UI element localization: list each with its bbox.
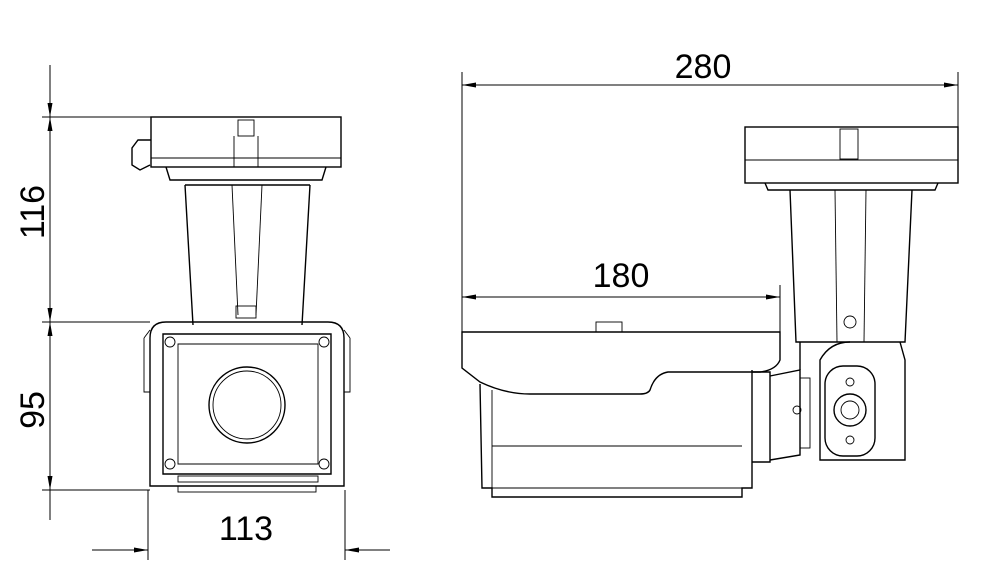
dim-113-label: 113 <box>219 510 273 548</box>
housing-front <box>149 321 345 487</box>
dim-280-label: 280 <box>675 48 732 86</box>
bracket-column <box>184 184 311 326</box>
lens <box>208 366 286 444</box>
sunshield <box>461 331 781 395</box>
side-view <box>461 126 959 498</box>
mount-clip <box>131 139 151 171</box>
mount-box <box>150 116 342 168</box>
joint-plate <box>824 365 876 457</box>
front-dimensions: 116 95 113 <box>14 65 390 560</box>
housing-body <box>479 370 753 498</box>
side-mount-box <box>744 126 959 184</box>
dim-180-label: 180 <box>593 257 650 295</box>
front-view <box>131 116 351 493</box>
dim-116-label: 116 <box>14 185 52 239</box>
side-bracket-column <box>789 189 913 343</box>
side-dimensions: 280 180 <box>461 48 959 332</box>
dim-95-label: 95 <box>14 391 52 429</box>
